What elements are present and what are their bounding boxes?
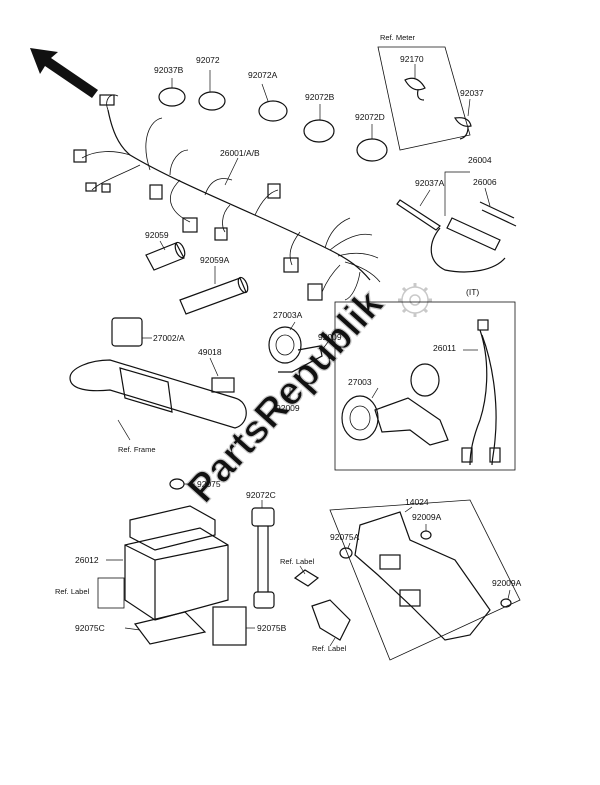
battery-group	[97, 478, 255, 646]
label-92072c: 92072C	[246, 490, 276, 500]
clamp-92072d	[356, 138, 388, 162]
label-92037b: 92037B	[154, 65, 184, 75]
label-26004: 26004	[468, 155, 492, 165]
it-box	[334, 301, 516, 471]
label-92072b: 92072B	[305, 92, 335, 102]
label-26012: 26012	[75, 555, 99, 565]
label-ref-meter: Ref. Meter	[380, 33, 416, 42]
label-92170: 92170	[400, 54, 424, 64]
label-92075b: 92075B	[257, 623, 287, 633]
label-stickers	[293, 565, 351, 647]
label-92075c: 92075C	[75, 623, 105, 633]
tubes	[145, 240, 249, 315]
label-14024: 14024	[405, 497, 429, 507]
label-92072a: 92072A	[248, 70, 278, 80]
label-27003: 27003	[348, 377, 372, 387]
label-92037: 92037	[460, 88, 484, 98]
label-it: (IT)	[466, 287, 479, 297]
battery-cover	[329, 499, 521, 661]
label-92037a: 92037A	[415, 178, 445, 188]
label-26006: 26006	[473, 177, 497, 187]
battery-strap	[251, 500, 275, 609]
label-26001: 26001/A/B	[220, 148, 260, 158]
frame-group	[69, 317, 247, 441]
label-92059a: 92059A	[200, 255, 230, 265]
clamps	[158, 70, 388, 162]
label-49018: 49018	[198, 347, 222, 357]
label-92075: 92075	[197, 479, 221, 489]
label-92009a-top: 92009A	[412, 512, 442, 522]
clamp-92072a	[258, 100, 288, 122]
label-27002a: 27002/A	[153, 333, 185, 343]
label-92009a-bottom: 92009A	[492, 578, 522, 588]
label-ref-label-left: Ref. Label	[55, 587, 90, 596]
label-92072d: 92072D	[355, 112, 385, 122]
resistor-group	[396, 171, 517, 273]
label-92009-bottom: 92009	[276, 403, 300, 413]
clamp-92037b	[158, 87, 186, 107]
label-ref-frame: Ref. Frame	[118, 445, 156, 454]
part-labels: Ref. Meter 92037B 92072 92072A 92072B 92…	[55, 33, 522, 653]
label-27003a: 27003A	[273, 310, 303, 320]
gear-icon	[398, 283, 432, 317]
label-26011: 26011	[433, 343, 456, 353]
horn-27003a	[268, 321, 329, 400]
clamp-92072b	[303, 119, 335, 143]
clamp-92072	[198, 91, 226, 111]
label-92009-top: 92009	[318, 332, 342, 342]
watermark: PartsRepublik	[178, 281, 432, 512]
label-ref-label-mid: Ref. Label	[280, 557, 315, 566]
wiring-harness	[73, 94, 381, 301]
label-92075a: 92075A	[330, 532, 360, 542]
label-92072: 92072	[196, 55, 220, 65]
label-92059: 92059	[145, 230, 169, 240]
meter-bracket-group	[377, 46, 472, 151]
label-ref-label-bottom: Ref. Label	[312, 644, 347, 653]
front-direction-arrow-icon	[30, 48, 98, 98]
